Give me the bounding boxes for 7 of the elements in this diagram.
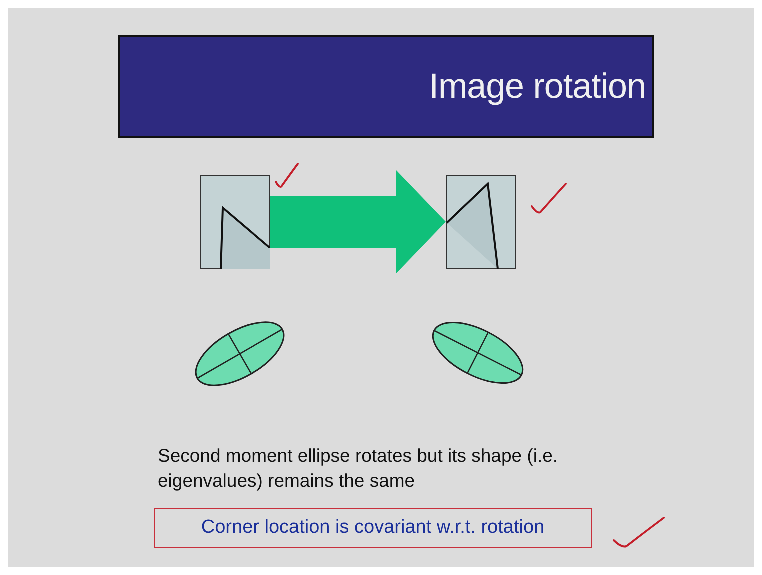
block-arrow	[270, 170, 446, 274]
image-panel	[200, 175, 270, 269]
slide-title: Image rotation	[429, 66, 646, 106]
caption-text: Second moment ellipse rotates but its shape (i.e. eigenvalues) remains the same	[158, 444, 560, 493]
note-box	[154, 508, 592, 548]
note-text: Corner location is covariant w.r.t. rotation	[201, 517, 545, 539]
image-panel	[446, 175, 516, 269]
